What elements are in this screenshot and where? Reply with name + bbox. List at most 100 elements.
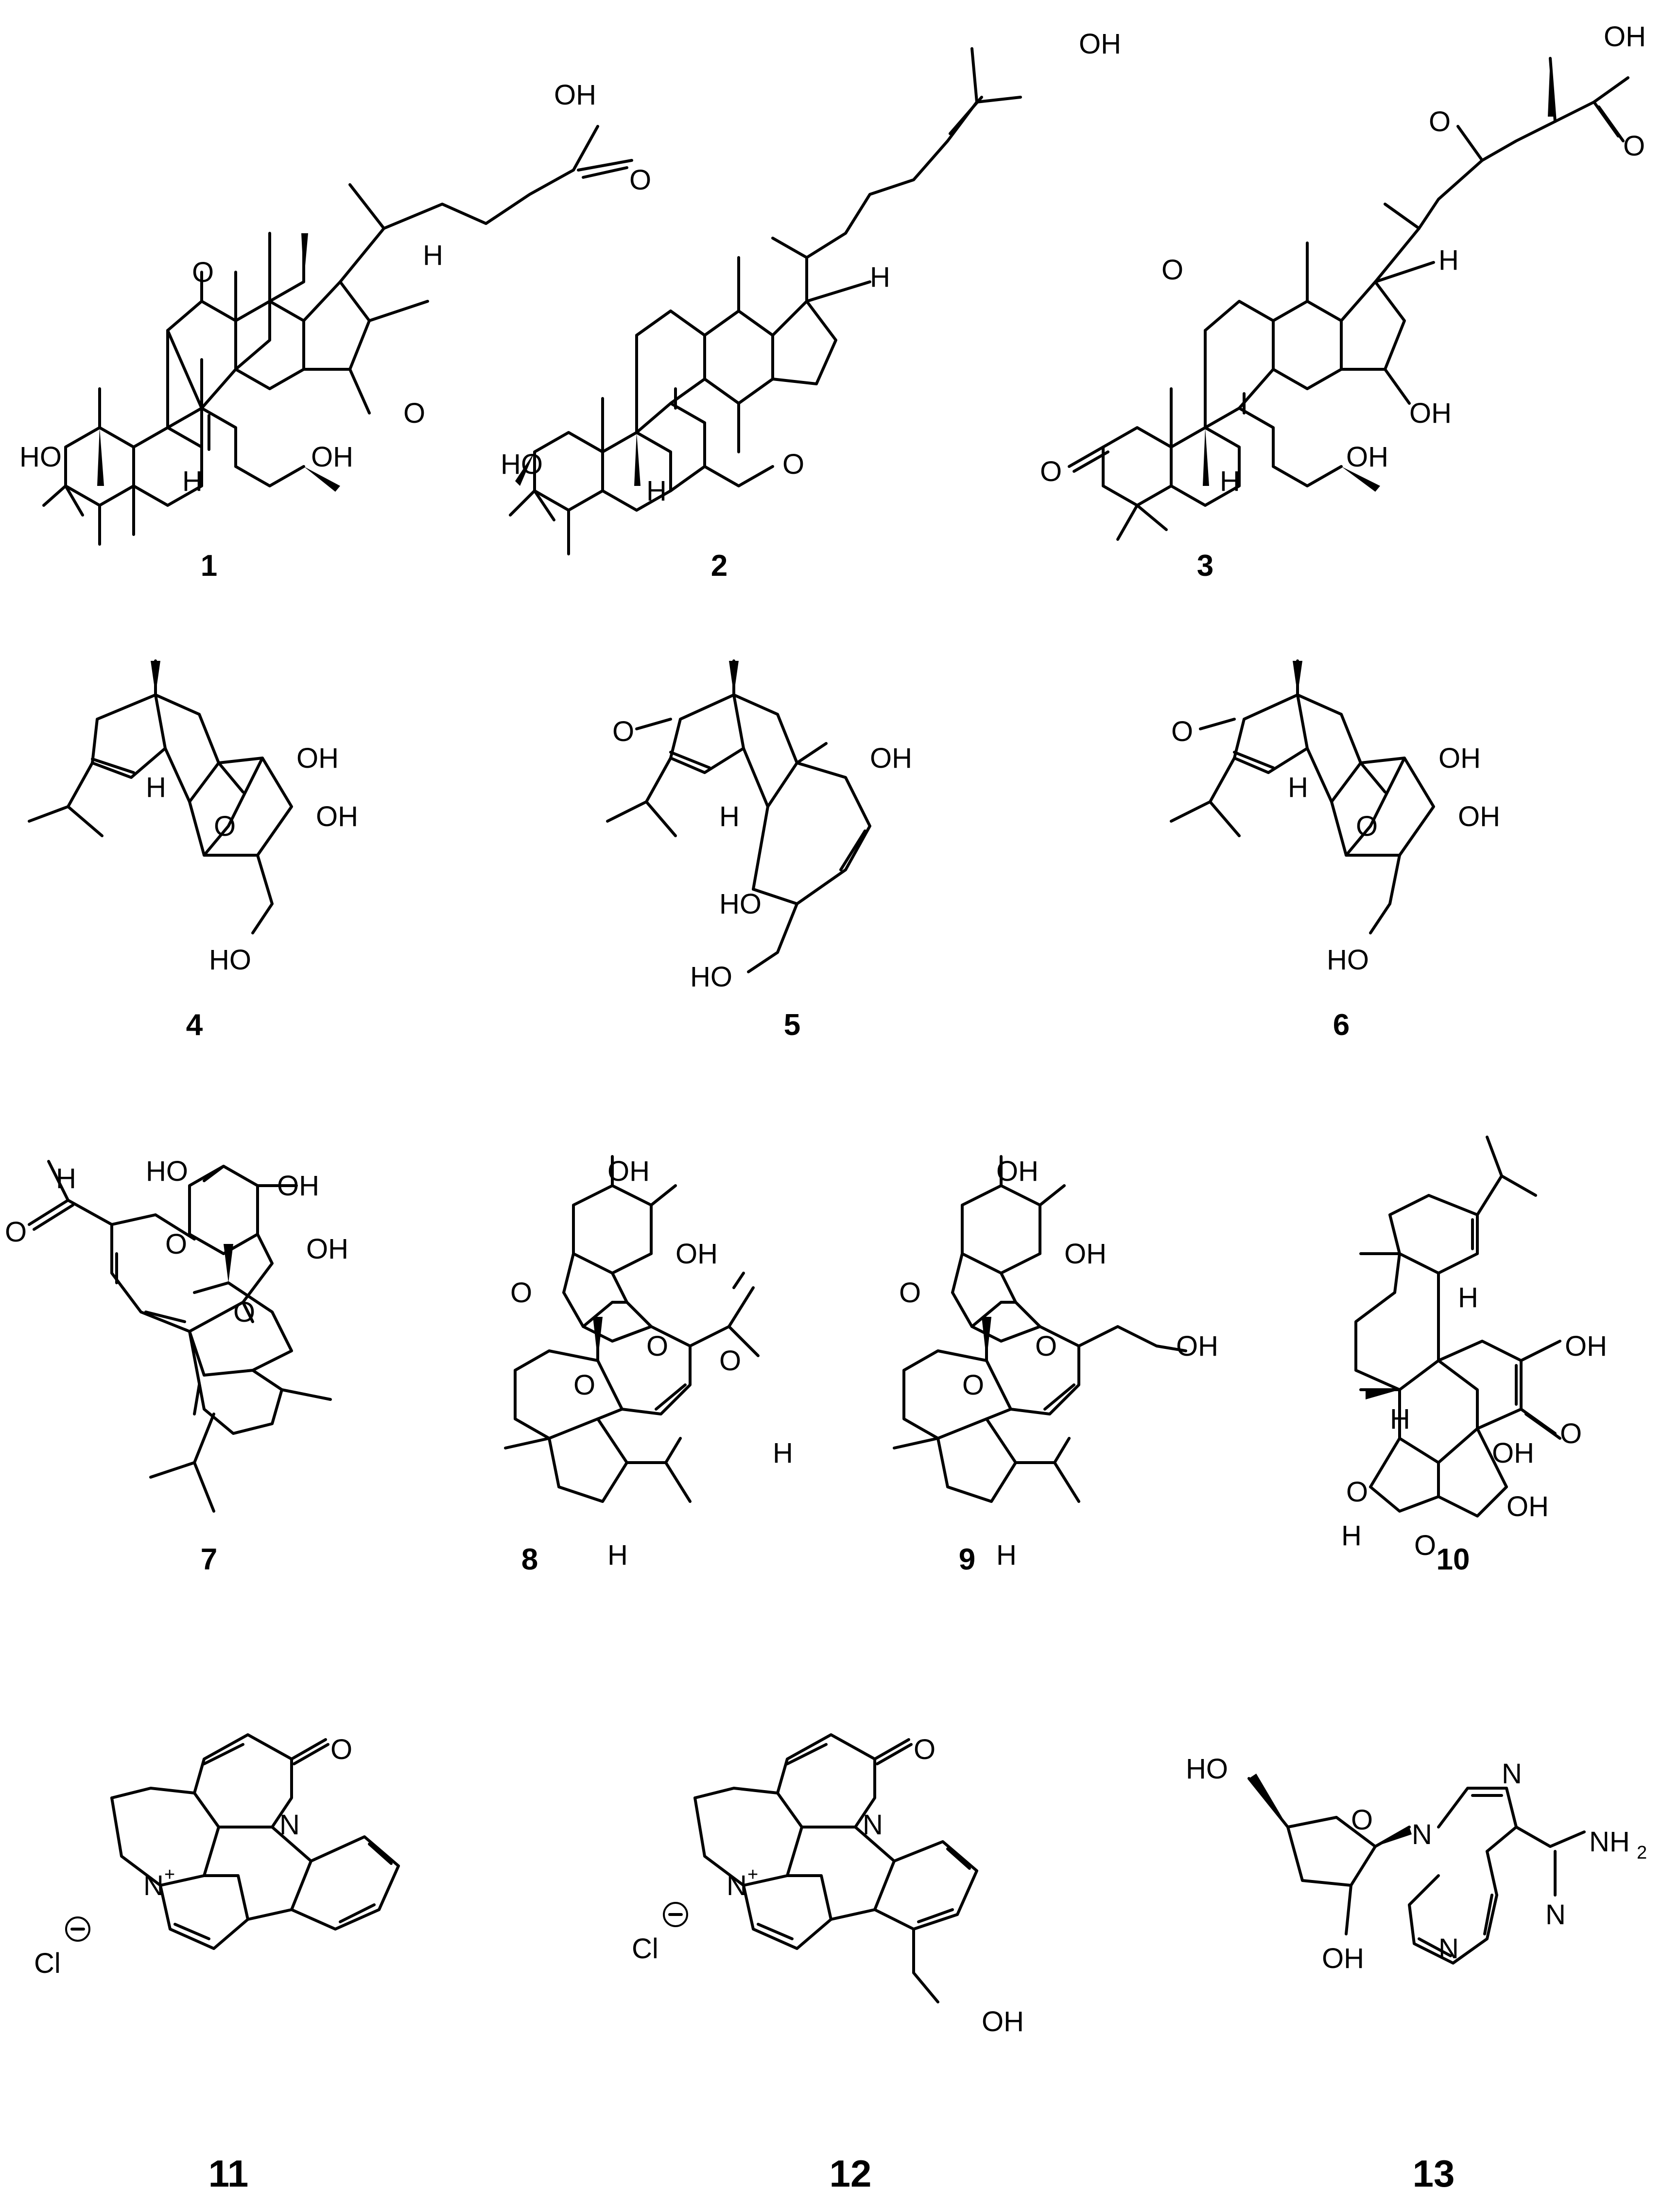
compound-12-label-n-cation: N [727, 1870, 747, 1901]
compound-3-label-oh-acid: OH [1604, 21, 1646, 52]
compound-7-label-o-ring: O [165, 1228, 187, 1260]
compound-11-label-cl: Cl [34, 1948, 61, 1979]
compound-9-structure [893, 1155, 1187, 1503]
compound-10-label-oh-right: OH [1565, 1330, 1607, 1362]
compound-8-structure [504, 1155, 760, 1503]
compound-6-label-oh-1: OH [1438, 742, 1481, 774]
compound-4-structure [28, 659, 293, 934]
compound-11-number: 11 [208, 2152, 248, 2195]
compound-7-structure [28, 1160, 332, 1513]
compound-7-label-o-glycoside: O [233, 1296, 255, 1328]
compound-5-label-ho-2: HO [690, 961, 732, 993]
compound-8-label-o-aldehyde: O [719, 1345, 741, 1377]
compound-1-label-ho: HO [19, 441, 62, 473]
compound-1-label-oh-right: OH [311, 441, 353, 473]
compound-9-label-o-1: O [962, 1369, 984, 1401]
compound-1-number: 1 [201, 549, 217, 583]
compound-8-label-o-1: O [573, 1369, 595, 1401]
compound-2-label-oh: OH [1079, 28, 1121, 60]
compound-7-label-h: H [56, 1163, 76, 1194]
compound-3-label-oh-c7: OH [1346, 441, 1388, 473]
compound-6-label-o-ketone: O [1171, 716, 1193, 747]
compound-6-label-o-bridge: O [1356, 811, 1378, 842]
compound-13-label-n1: N [1545, 1899, 1566, 1931]
compound-13-label-ho: HO [1186, 1753, 1228, 1785]
compound-7-number: 7 [201, 1543, 217, 1576]
compound-7-label-ho: HO [146, 1156, 188, 1187]
compound-11-label-plus: + [164, 1864, 175, 1885]
compound-1-label-h-side: H [423, 240, 443, 271]
compound-9-label-oh-3: OH [1176, 1330, 1218, 1362]
compound-6-label-h: H [1288, 772, 1308, 803]
compound-3-label-h-side: H [1438, 244, 1459, 276]
compound-9-label-oh-1: OH [996, 1156, 1039, 1187]
compound-1-label-o-ring: O [403, 397, 425, 429]
compound-8-label-o-2: O [646, 1330, 668, 1362]
compound-1-label-o-acid: O [629, 164, 651, 196]
compound-1-label-o-ketone: O [192, 257, 214, 288]
compound-13-label-oh: OH [1322, 1943, 1364, 1974]
compound-12-label-cl: Cl [632, 1933, 658, 1965]
compound-1-structure [42, 125, 633, 546]
compound-11-label-n-cation: N [143, 1870, 164, 1901]
compound-12-number: 12 [830, 2152, 872, 2195]
compound-13-label-n3: N [1438, 1933, 1459, 1965]
compound-4-number: 4 [186, 1008, 203, 1042]
compound-2-label-h-ring: H [646, 475, 667, 507]
compound-6-structure [1170, 659, 1435, 934]
compound-2-label-ho: HO [501, 448, 543, 480]
compound-6-label-oh-2: OH [1458, 801, 1500, 832]
compound-8-label-o-ring: O [510, 1277, 532, 1309]
compound-3-structure [1068, 57, 1629, 541]
compound-10-label-o-1: O [1346, 1476, 1368, 1508]
compound-4-label-ho: HO [209, 944, 251, 976]
compound-11-minus-charge-icon [65, 1916, 90, 1942]
compound-9-label-h-ring: H [996, 1539, 1017, 1571]
compound-7-label-oh-1: OH [277, 1170, 319, 1202]
compound-5-label-o: O [612, 716, 634, 747]
compound-4-label-oh-2: OH [316, 801, 358, 832]
compound-6-number: 6 [1333, 1008, 1350, 1042]
compound-7-label-oh-2: OH [306, 1233, 348, 1265]
compound-10-label-o-ketone: O [1560, 1418, 1582, 1449]
compound-9-number: 9 [959, 1543, 975, 1576]
compound-12-label-n-amide: N [863, 1809, 883, 1841]
compound-2-label-h-side: H [870, 261, 890, 293]
compound-13-structure [1247, 1774, 1586, 1965]
compound-10-label-h-mid: H [1390, 1403, 1410, 1435]
compound-9-label-o-2: O [1035, 1330, 1057, 1362]
compound-2-number: 2 [711, 549, 727, 583]
compound-4-label-oh-1: OH [296, 742, 339, 774]
compound-8-label-oh-2: OH [675, 1238, 718, 1270]
compound-12-minus-charge-icon [663, 1902, 688, 1927]
compound-10-label-h-top: H [1458, 1282, 1478, 1313]
compound-8-label-h-ring: H [607, 1539, 628, 1571]
compound-6-label-ho: HO [1327, 944, 1369, 976]
compound-12-label-oh: OH [982, 2006, 1024, 2037]
compound-10-label-oh-mid: OH [1492, 1437, 1534, 1469]
compound-12-structure [693, 1733, 978, 2003]
compound-13-number: 13 [1413, 2152, 1455, 2195]
compound-10-structure [1354, 1136, 1561, 1518]
compound-5-structure [606, 659, 871, 973]
compound-11-label-o: O [330, 1734, 352, 1765]
compound-13-label-o-ring: O [1351, 1804, 1373, 1836]
compound-13-label-subscript-2: 2 [1637, 1843, 1647, 1863]
compound-4-label-o-bridge: O [214, 811, 236, 842]
compound-12-label-o: O [914, 1734, 935, 1765]
compound-10-number: 10 [1437, 1543, 1470, 1576]
compound-5-number: 5 [784, 1008, 800, 1042]
compound-3-label-o-acid: O [1623, 130, 1645, 162]
compound-1-label-oh-top: OH [554, 79, 596, 111]
compound-9-label-oh-2: OH [1064, 1238, 1107, 1270]
compound-5-label-oh: OH [870, 742, 912, 774]
compound-10-label-oh-bottom: OH [1507, 1491, 1549, 1522]
compound-3-number: 3 [1197, 549, 1213, 583]
compound-2-structure [509, 47, 1022, 555]
compound-3-label-o-chain: O [1429, 106, 1451, 138]
compound-8-label-oh-1: OH [607, 1156, 650, 1187]
compound-13-label-nh: NH [1589, 1826, 1630, 1858]
compound-4-label-h: H [146, 772, 166, 803]
compound-12-label-plus: + [747, 1864, 758, 1885]
